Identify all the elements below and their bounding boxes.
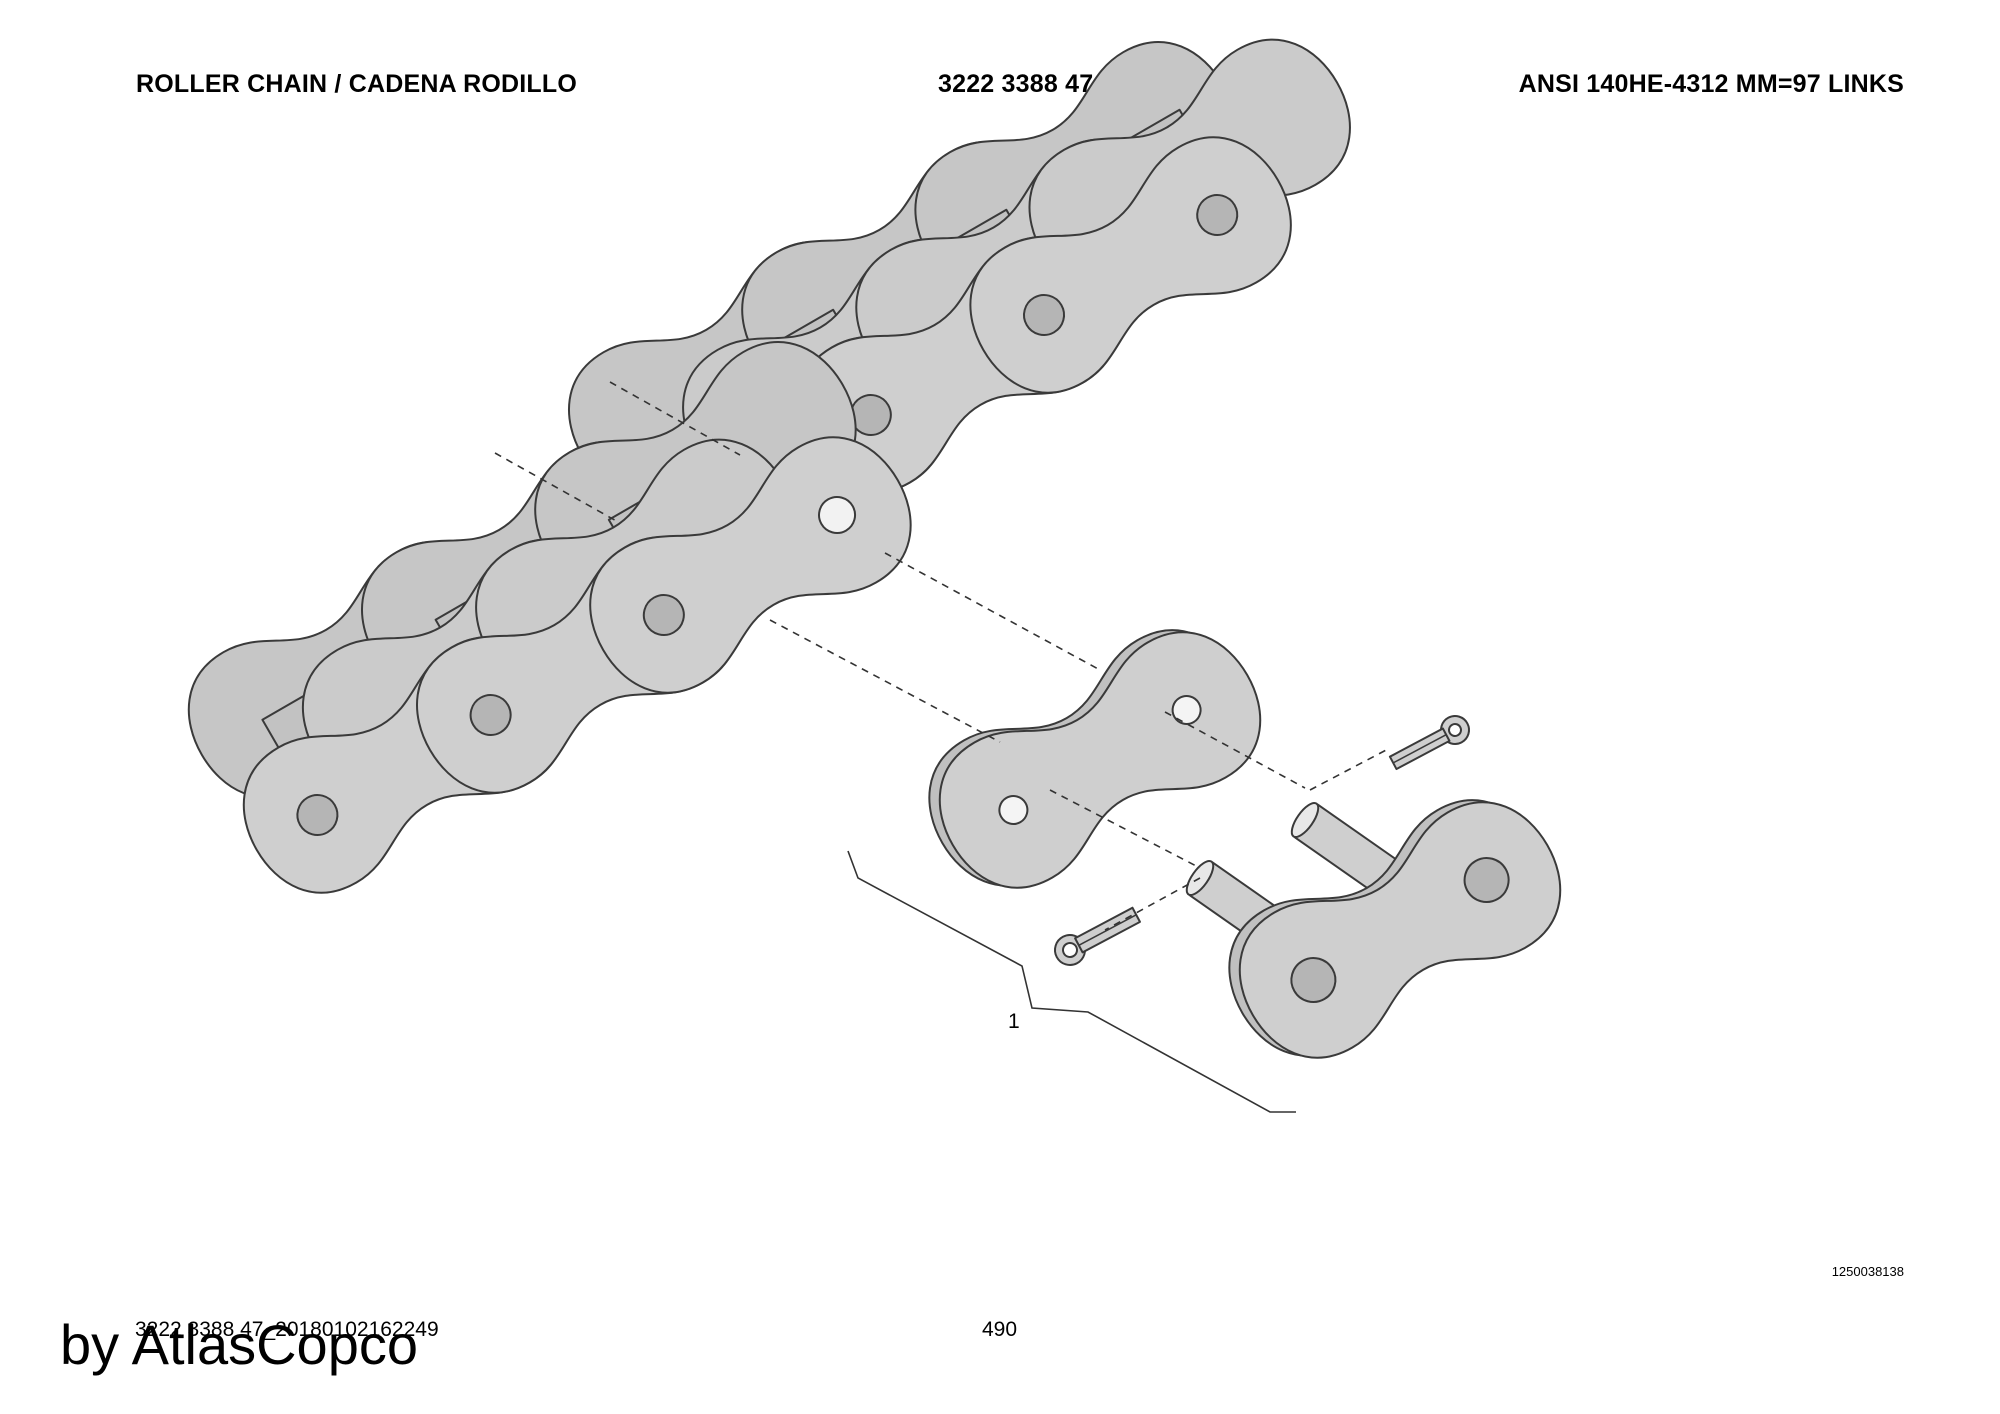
- footer-document-id: 3222 3388 47_20180102162249: [135, 1318, 439, 1341]
- callout-label-1: 1: [1008, 1010, 1020, 1033]
- header-part-number: 3222 3388 47: [938, 70, 1094, 98]
- connecting-link-pin-plate: [1185, 774, 1588, 1084]
- header-title: ROLLER CHAIN / CADENA RODILLO: [136, 70, 577, 98]
- page-number: 490: [982, 1318, 1018, 1341]
- callout-bracket: [847, 850, 1296, 1113]
- cotter-pin-upper: [1388, 715, 1470, 771]
- connecting-link-plate: [902, 604, 1288, 914]
- drawing-number: 1250038138: [1831, 1264, 1904, 1279]
- atlascopco-watermark: by AtlasCopco: [60, 1313, 418, 1376]
- chain-strand-lower: [161, 316, 938, 919]
- cotter-pin-lower: [1054, 906, 1141, 966]
- header-spec: ANSI 140HE-4312 MM=97 LINKS: [1518, 70, 1904, 98]
